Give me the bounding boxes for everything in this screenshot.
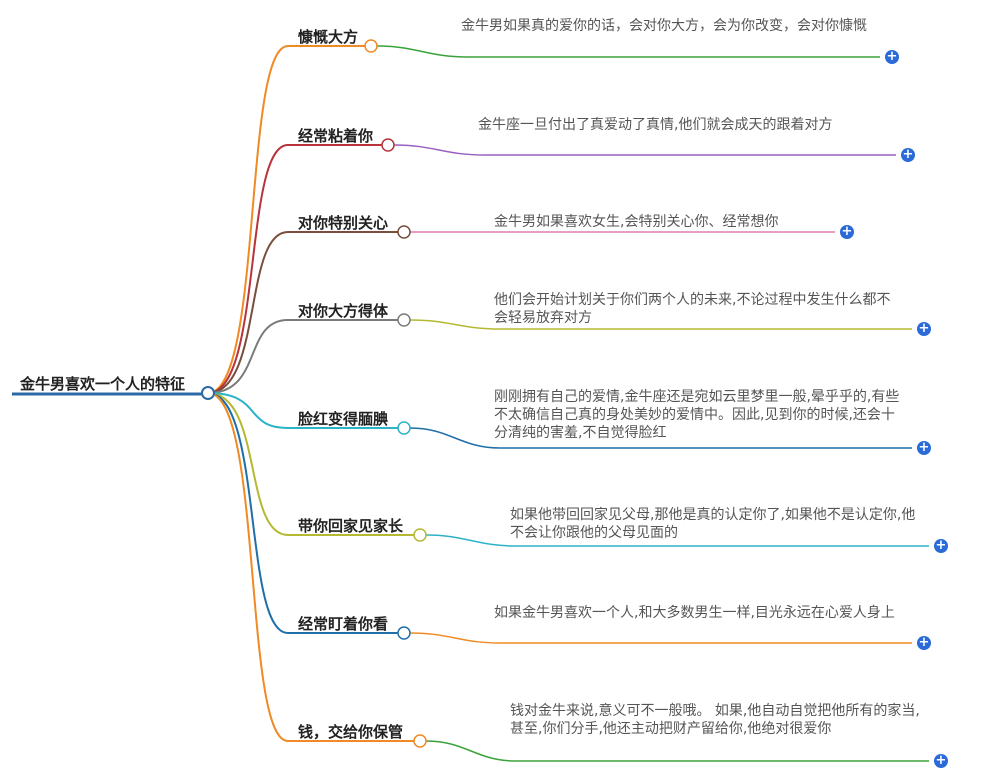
leaf-text-5: 刚刚拥有自己的爱情,金牛座还是宛如云里梦里一般,晕乎乎的,有些不太确信自己真的身… [494, 389, 900, 441]
leaf-text-4: 他们会开始计划关于你们两个人的未来,不论过程中发生什么都不会轻易放弃对方 [494, 292, 891, 326]
branch-node-circle-1 [364, 39, 378, 53]
leaf-text-6: 如果他带回回家见父母,那他是真的认定你了,如果他不是认定你,他不会让你跟他的父母… [510, 507, 916, 541]
branch-edge-4 [207, 319, 289, 394]
leaf-edge-7 [409, 632, 501, 644]
leaf-edge-2 [393, 144, 485, 156]
leaf-text-3: 金牛男如果喜欢女生,会特别关心你、经常想你 [494, 214, 779, 230]
expand-plus-icon[interactable]: + [840, 224, 854, 239]
leaf-text-2: 金牛座一旦付出了真爱动了真情,他们就会成天的跟着对方 [478, 117, 833, 133]
branch-edge-5 [207, 392, 289, 429]
leaf-edge-5 [409, 427, 501, 449]
branch-label-7: 经常盯着你看 [298, 615, 389, 633]
branch-edge-6 [207, 392, 289, 536]
branch-label-1: 慷慨大方 [298, 28, 359, 46]
leaf-edge-6 [425, 534, 517, 547]
leaf-text-1: 金牛男如果真的爱你的话，会对你大方，会为你改变，会对你慷慨 [461, 18, 867, 34]
branch-edge-3 [207, 231, 289, 394]
leaf-edge-4 [409, 319, 501, 330]
branch-edge-2 [207, 144, 289, 394]
branch-label-3: 对你特别关心 [298, 214, 389, 232]
expand-plus-icon[interactable]: + [901, 147, 915, 162]
branch-node-circle-7 [397, 626, 411, 640]
branch-edge-1 [207, 45, 289, 394]
leaf-text-8: 钱对金牛来说,意义可不一般哦。 如果,他自动自觉把他所有的家当,甚至,你们分手,… [510, 703, 920, 737]
branch-label-4: 对你大方得体 [298, 302, 389, 320]
branch-node-circle-5 [397, 421, 411, 435]
branch-label-5: 脸红变得腼腆 [298, 410, 389, 428]
branch-node-circle-2 [381, 138, 395, 152]
branch-label-6: 带你回家见家长 [298, 517, 404, 535]
leaf-text-7: 如果金牛男喜欢一个人,和大多数男生一样,目光永远在心爱人身上 [494, 605, 895, 621]
branch-edge-7 [207, 392, 289, 634]
expand-plus-icon[interactable]: + [934, 753, 948, 768]
branch-node-circle-8 [413, 734, 427, 748]
branch-node-circle-3 [397, 225, 411, 239]
root-topic: 金牛男喜欢一个人的特征 [20, 375, 186, 393]
expand-plus-icon[interactable]: + [917, 440, 931, 455]
expand-plus-icon[interactable]: + [917, 321, 931, 336]
leaf-edge-1 [376, 45, 468, 58]
expand-plus-icon[interactable]: + [917, 635, 931, 650]
branch-node-circle-4 [397, 313, 411, 327]
leaf-edge-8 [425, 740, 517, 762]
branch-label-2: 经常粘着你 [298, 127, 374, 145]
branch-node-circle-6 [413, 528, 427, 542]
branch-label-8: 钱，交给你保管 [298, 723, 404, 741]
root-node-circle [201, 386, 215, 400]
expand-plus-icon[interactable]: + [934, 538, 948, 553]
expand-plus-icon[interactable]: + [885, 49, 899, 64]
branch-edge-8 [207, 392, 289, 742]
